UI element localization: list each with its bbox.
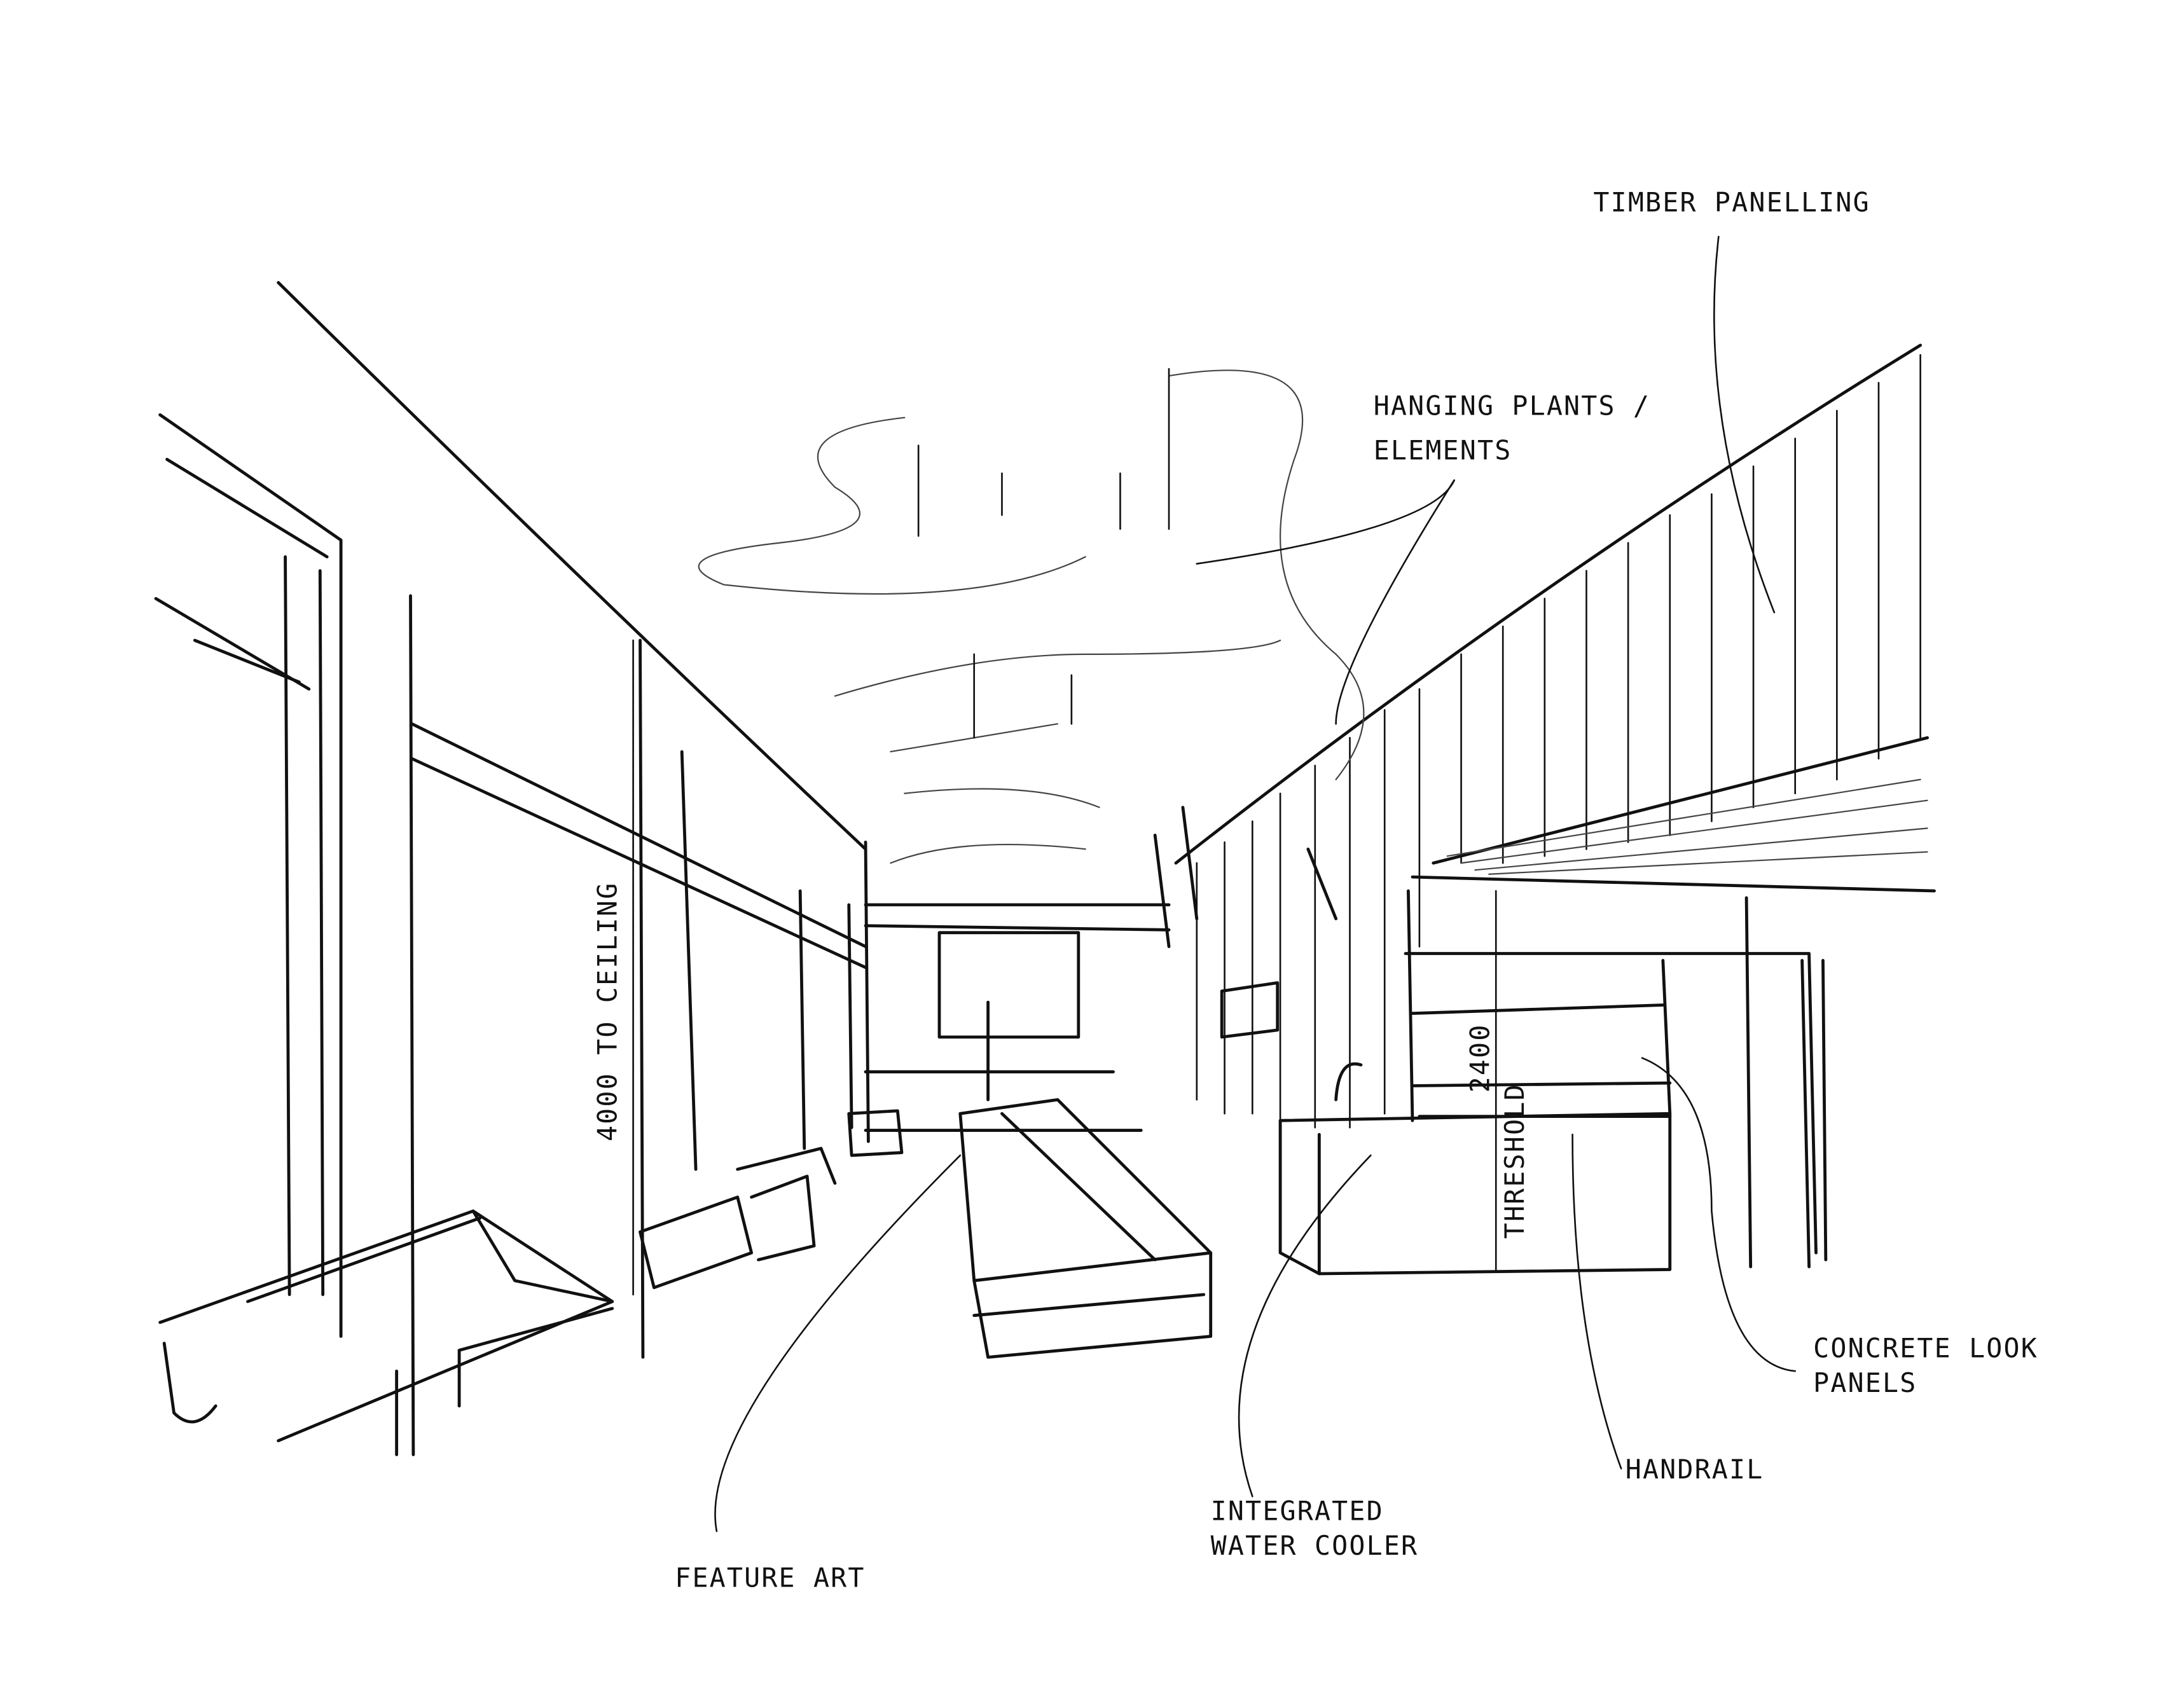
label-hanging-plants-1: HANGING PLANTS / <box>1374 390 1650 421</box>
hanging-plants <box>698 368 1365 948</box>
back-wall <box>864 903 1171 1132</box>
label-timber-panelling: TIMBER PANELLING <box>1593 187 1870 218</box>
label-concrete-panels-2: PANELS <box>1813 1367 1917 1398</box>
dimension-lines <box>632 639 1497 1296</box>
central-bench <box>958 1098 1213 1359</box>
counter-and-panels <box>1278 889 1828 1276</box>
sofa <box>158 1209 614 1456</box>
ottomans <box>639 1109 904 1290</box>
timber-panelling-wall <box>1174 343 1936 1129</box>
label-ceiling-height: 4000 TO CEILING <box>591 882 623 1141</box>
label-feature-art: FEATURE ART <box>675 1562 865 1594</box>
label-threshold-height: 2400 <box>1464 1024 1495 1093</box>
label-concrete-panels-1: CONCRETE LOOK <box>1813 1332 2038 1363</box>
label-threshold: THRESHOLD <box>1499 1083 1530 1239</box>
label-hanging-plants-2: ELEMENTS <box>1374 434 1512 465</box>
label-handrail: HANDRAIL <box>1626 1454 1764 1485</box>
leader-lines <box>714 235 1797 1532</box>
label-water-cooler-2: WATER COOLER <box>1211 1530 1419 1561</box>
left-wall <box>154 280 870 1456</box>
label-water-cooler-1: INTEGRATED <box>1211 1495 1384 1526</box>
